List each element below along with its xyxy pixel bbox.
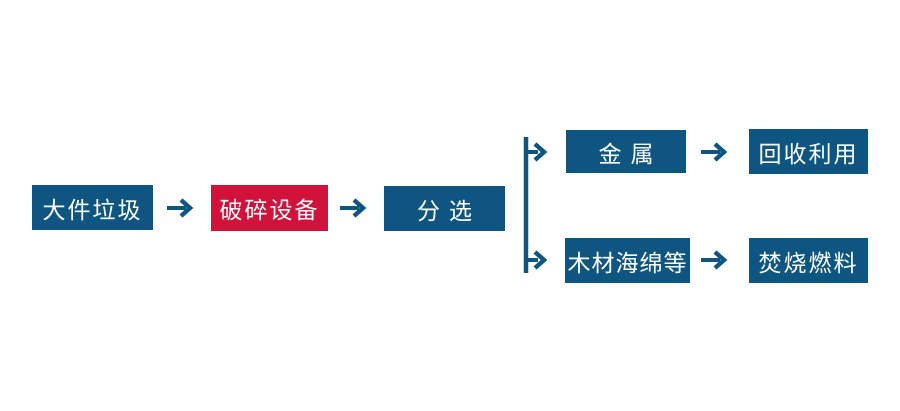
arrow-right-icon bbox=[340, 198, 367, 218]
branch-bracket bbox=[523, 137, 548, 273]
node-sorting: 分选 bbox=[384, 186, 505, 231]
arrow-right-icon bbox=[701, 250, 728, 270]
node-crushing-equipment: 破碎设备 bbox=[211, 185, 328, 231]
node-recycling: 回收利用 bbox=[749, 129, 868, 174]
arrow-right-icon bbox=[167, 198, 194, 218]
arrow-right-icon bbox=[701, 142, 728, 162]
node-incineration-fuel: 焚烧燃料 bbox=[749, 238, 868, 283]
node-bulky-waste: 大件垃圾 bbox=[32, 185, 153, 230]
node-wood-sponge-etc: 木材海绵等 bbox=[565, 238, 690, 283]
node-metal: 金属 bbox=[566, 130, 686, 173]
